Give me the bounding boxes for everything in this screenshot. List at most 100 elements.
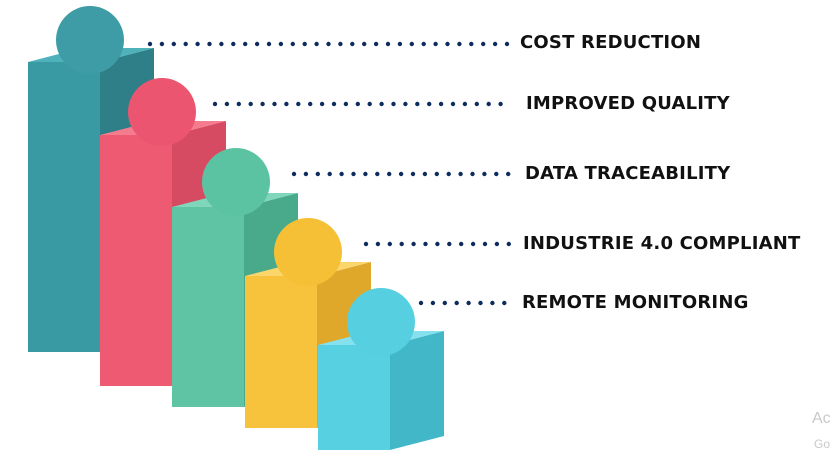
leader-dot <box>411 241 416 247</box>
leader-dot <box>506 171 511 177</box>
leader-dot <box>481 41 486 47</box>
leader-dot <box>375 171 380 177</box>
leader-dot <box>308 101 313 107</box>
leader-dot <box>224 101 230 107</box>
leader-dot <box>457 41 462 47</box>
label-industrie-compliant: INDUSTRIE 4.0 COMPLIANT <box>523 233 801 254</box>
leader-dot <box>494 171 499 177</box>
leader-dot <box>183 41 188 47</box>
block-front-industrie-compliant <box>245 276 317 428</box>
leader-dot <box>331 101 337 107</box>
leader-dot <box>498 101 503 107</box>
leader-dot <box>422 171 428 177</box>
leader-dot <box>212 101 218 107</box>
leader-dot <box>470 171 475 177</box>
leader-dot <box>494 241 500 247</box>
leader-dot <box>450 101 456 107</box>
dotted-leader-cost-reduction <box>147 41 510 47</box>
leader-dot <box>159 41 165 47</box>
block-front-cost-reduction <box>28 62 100 352</box>
leader-dot <box>319 101 325 107</box>
leader-dot <box>415 101 420 107</box>
leader-dot <box>506 241 511 247</box>
leader-dot <box>327 171 332 177</box>
leader-dot <box>492 41 498 47</box>
leader-dot <box>399 241 404 247</box>
leader-dot <box>207 41 212 47</box>
leader-dot <box>266 41 272 47</box>
step-remote-monitoring <box>318 288 444 450</box>
leader-dot <box>363 241 369 247</box>
leader-dot <box>490 300 495 306</box>
leader-dot <box>373 41 379 47</box>
leader-dot <box>447 241 452 247</box>
leader-dot <box>502 300 507 306</box>
leader-dot <box>296 101 301 107</box>
leader-dot <box>291 171 297 177</box>
leader-dot <box>195 41 200 47</box>
dotted-leader-data-traceability <box>291 171 511 177</box>
leader-dot <box>410 171 416 177</box>
leader-dot <box>445 41 450 47</box>
head-circle-improved-quality <box>128 78 196 146</box>
leader-dot <box>350 41 355 47</box>
leader-dot <box>442 300 447 306</box>
head-circle-cost-reduction <box>56 6 124 74</box>
leader-dot <box>362 41 367 47</box>
label-cost-reduction: COST REDUCTION <box>520 32 702 53</box>
leader-dot <box>339 171 344 177</box>
head-circle-remote-monitoring <box>347 288 415 356</box>
leader-dot <box>367 101 372 107</box>
leader-dot <box>355 101 360 107</box>
leader-dot <box>446 171 451 177</box>
label-data-traceability: DATA TRACEABILITY <box>525 163 731 184</box>
leader-dot <box>351 171 356 177</box>
leader-dot <box>403 101 408 107</box>
block-front-remote-monitoring <box>318 345 390 450</box>
leader-dot <box>284 101 289 107</box>
leader-dot <box>278 41 284 47</box>
dotted-leader-improved-quality <box>212 101 503 107</box>
leader-dot <box>433 41 438 47</box>
leader-dot <box>482 171 487 177</box>
leader-dot <box>504 41 510 47</box>
leader-dot <box>315 171 320 177</box>
leader-dot <box>385 41 391 47</box>
leader-dot <box>171 41 176 47</box>
leader-dot <box>466 300 471 306</box>
leader-dot <box>272 101 277 107</box>
leader-dot <box>260 101 265 107</box>
head-circle-industrie-compliant <box>274 218 342 286</box>
leader-dot <box>231 41 236 47</box>
leader-dot <box>236 101 241 107</box>
leader-dot <box>290 41 295 47</box>
leader-dot <box>427 101 432 107</box>
leader-dot <box>486 101 491 107</box>
label-remote-monitoring: REMOTE MONITORING <box>522 292 749 313</box>
block-side-remote-monitoring <box>390 331 444 450</box>
leader-dot <box>482 241 488 247</box>
leader-dot <box>435 241 440 247</box>
head-circle-data-traceability <box>202 148 270 216</box>
watermark-line-1: Ac <box>812 410 830 427</box>
leader-dot <box>248 101 253 107</box>
leader-dot <box>243 41 248 47</box>
block-front-data-traceability <box>172 207 244 407</box>
watermark-line-2: Go <box>814 437 830 451</box>
leader-dot <box>326 41 331 47</box>
leader-dot <box>434 171 439 177</box>
leader-dot <box>478 300 483 306</box>
leader-dot <box>387 241 392 247</box>
dotted-leader-remote-monitoring <box>418 300 507 306</box>
leader-dot <box>438 101 444 107</box>
leader-dot <box>469 41 474 47</box>
leader-dot <box>462 101 468 107</box>
leader-dot <box>418 300 424 306</box>
leader-dot <box>302 41 307 47</box>
leader-dot <box>423 241 428 247</box>
leader-dot <box>459 241 464 247</box>
leader-dot <box>454 300 459 306</box>
leader-dot <box>338 41 343 47</box>
leader-dot <box>387 171 392 177</box>
